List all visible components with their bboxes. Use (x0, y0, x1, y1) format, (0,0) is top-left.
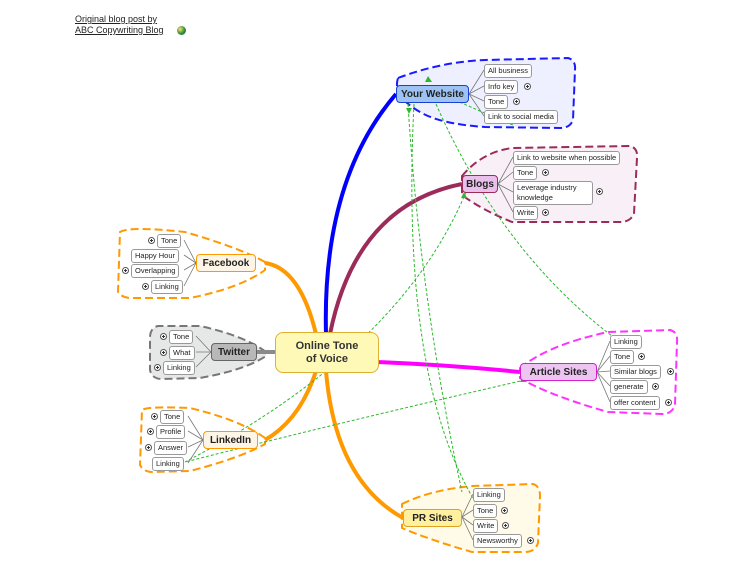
website-item[interactable]: Link to social media (484, 110, 558, 124)
topic-linkedin[interactable]: LinkedIn (203, 431, 258, 449)
blogs-item[interactable]: Leverage industry knowledge (513, 181, 593, 205)
expand-icon[interactable] (596, 188, 603, 195)
expand-icon[interactable] (160, 333, 167, 340)
expand-icon[interactable] (142, 283, 149, 290)
topic-label: Facebook (202, 257, 250, 269)
expand-icon[interactable] (524, 83, 531, 90)
expand-icon[interactable] (148, 237, 155, 244)
facebook-item[interactable]: Tone (157, 234, 182, 248)
linkedin-item[interactable]: Linking (152, 457, 184, 471)
pr-sites-item[interactable]: Linking (473, 488, 505, 502)
blogs-item[interactable]: Tone (513, 166, 538, 180)
topic-your-website[interactable]: Your Website (396, 85, 469, 103)
expand-icon[interactable] (527, 537, 534, 544)
branch-pr (324, 370, 404, 520)
child-connectors (183, 69, 611, 541)
linkedin-item[interactable]: Answer (154, 441, 188, 455)
website-item[interactable]: All business (484, 64, 533, 78)
facebook-item[interactable]: Linking (151, 280, 183, 294)
article-sites-item[interactable]: offer content (610, 396, 660, 410)
topic-article-sites[interactable]: Article Sites (520, 363, 597, 381)
topic-twitter[interactable]: Twitter (211, 343, 257, 361)
twitter-item[interactable]: What (169, 346, 195, 360)
expand-icon[interactable] (542, 169, 549, 176)
expand-icon[interactable] (122, 267, 129, 274)
expand-icon[interactable] (667, 368, 674, 375)
article-sites-item[interactable]: Similar blogs (610, 365, 661, 379)
twitter-item[interactable]: Linking (163, 361, 195, 375)
expand-icon[interactable] (160, 349, 167, 356)
branch-website (323, 92, 398, 335)
topic-facebook[interactable]: Facebook (196, 254, 256, 272)
linkedin-item[interactable]: Tone (160, 410, 185, 424)
topic-pr-sites[interactable]: PR Sites (403, 509, 462, 527)
topic-label: Your Website (401, 88, 464, 100)
pr-sites-item[interactable]: Write (473, 519, 499, 533)
expand-icon[interactable] (665, 399, 672, 406)
blogs-item[interactable]: Link to website when possible (513, 151, 621, 165)
topic-label: LinkedIn (209, 434, 252, 446)
topic-label: Twitter (217, 346, 251, 358)
topic-blogs[interactable]: Blogs (462, 175, 498, 193)
globe-icon[interactable] (177, 26, 186, 35)
topic-label: PR Sites (412, 512, 453, 524)
expand-icon[interactable] (151, 413, 158, 420)
website-item[interactable]: Tone (484, 95, 509, 109)
expand-icon[interactable] (502, 522, 509, 529)
article-sites-item[interactable]: Linking (610, 335, 642, 349)
article-sites-item[interactable]: Tone (610, 350, 635, 364)
expand-icon[interactable] (513, 98, 520, 105)
expand-icon[interactable] (652, 383, 659, 390)
expand-icon[interactable] (147, 428, 154, 435)
facebook-item[interactable]: Happy Hour (131, 249, 180, 263)
expand-icon[interactable] (638, 353, 645, 360)
expand-icon[interactable] (145, 444, 152, 451)
facebook-item[interactable]: Overlapping (131, 264, 180, 278)
linkedin-item[interactable]: Profile (156, 425, 186, 439)
website-item[interactable]: Info key (484, 80, 519, 94)
branch-articles (376, 360, 521, 374)
topic-label: Article Sites (529, 366, 588, 378)
topic-label: Blogs (466, 178, 494, 190)
pr-sites-item[interactable]: Tone (473, 504, 498, 518)
pr-sites-item[interactable]: Newsworthy (473, 534, 522, 548)
source-line-1[interactable]: Original blog post by (75, 14, 158, 24)
expand-icon[interactable] (501, 507, 508, 514)
source-attribution[interactable]: Original blog post by ABC Copywriting Bl… (75, 14, 186, 36)
branch-linkedin (264, 370, 318, 442)
blogs-item[interactable]: Write (513, 206, 539, 220)
expand-icon[interactable] (542, 209, 549, 216)
expand-icon[interactable] (154, 364, 161, 371)
twitter-item[interactable]: Tone (169, 330, 194, 344)
source-line-2[interactable]: ABC Copywriting Blog (75, 25, 164, 35)
branch-blogs (328, 182, 463, 335)
article-sites-item[interactable]: generate (610, 380, 648, 394)
central-topic[interactable]: Online Tone of Voice (275, 332, 379, 373)
branch-facebook (264, 261, 318, 335)
